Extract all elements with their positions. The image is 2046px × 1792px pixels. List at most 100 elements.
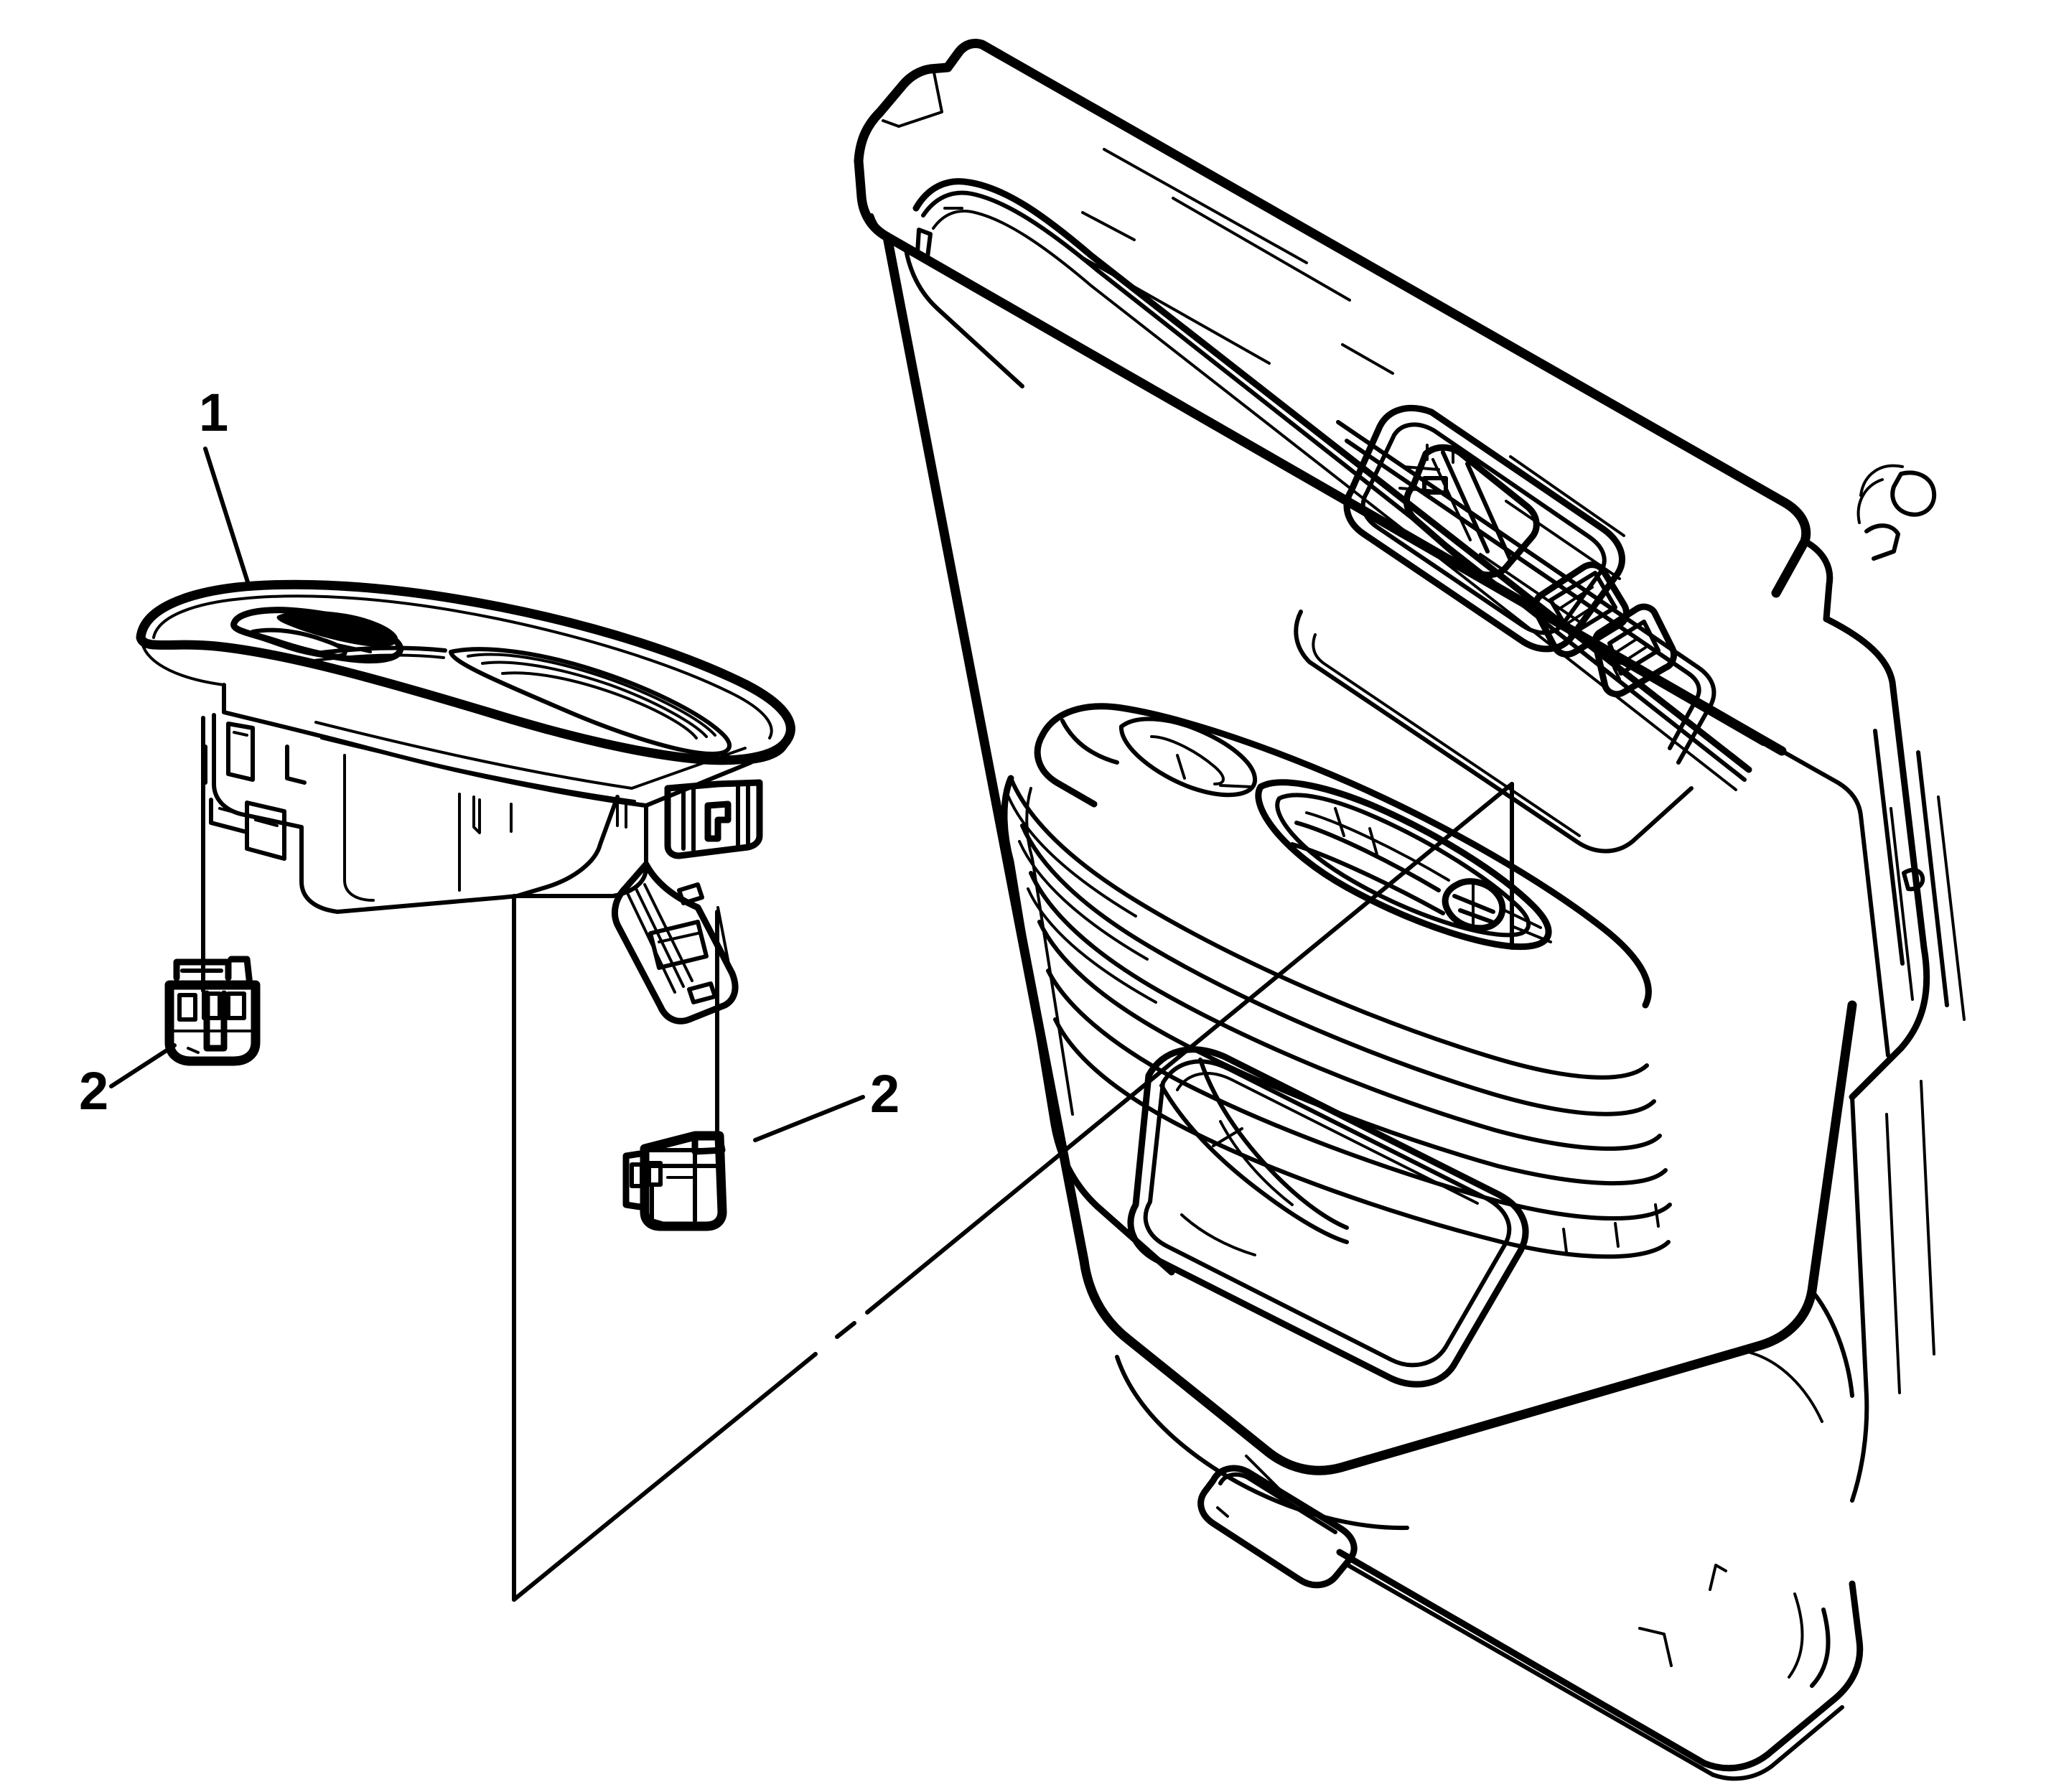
pocket-bottom-fold bbox=[1180, 1213, 1256, 1256]
reflector-body bbox=[1197, 1465, 1358, 1589]
panel-bottom-right-corner-echo bbox=[1711, 1705, 1844, 1781]
leader-line-1 bbox=[203, 447, 251, 589]
lower-panel-contour bbox=[1115, 1355, 1409, 1531]
callout-labels: 1 2 2 bbox=[79, 383, 900, 1124]
connector-left-body bbox=[164, 980, 261, 1066]
handle-bezel-notch bbox=[1422, 476, 1448, 495]
panel-rear-edge-bottom bbox=[1849, 944, 1930, 1101]
switch-bezel-inner-rim bbox=[152, 594, 773, 739]
rail-highlight-c bbox=[1081, 211, 1136, 241]
beltline-clip bbox=[915, 228, 933, 259]
connector-left-side-wing bbox=[228, 956, 253, 989]
beltline-weatherstrip-3 bbox=[932, 210, 1737, 791]
panel-right-lower-band-2 bbox=[1885, 1113, 1901, 1394]
rocker-switch-shadow bbox=[276, 610, 398, 648]
pocket-interior-hl bbox=[1219, 1120, 1294, 1206]
groove-hl-c bbox=[1027, 887, 1157, 1004]
boot-edge-hl bbox=[716, 906, 732, 976]
rail-highlight-e bbox=[1341, 343, 1394, 375]
boot-rib-b bbox=[635, 887, 685, 988]
rail-highlight-b bbox=[1172, 197, 1351, 302]
armrest-groove-b bbox=[1020, 823, 1656, 1116]
beltline-weatherstrip-2 bbox=[921, 190, 1747, 782]
handle-lever-crease-a bbox=[1441, 450, 1490, 554]
switch-stub-in-opening bbox=[1442, 878, 1506, 932]
groove-hl-a bbox=[1006, 794, 1137, 918]
map-pocket-rim-inner bbox=[1143, 1059, 1512, 1368]
armrest-finger-pad-crease bbox=[1150, 735, 1225, 785]
connector-left-key-rib bbox=[203, 990, 228, 1052]
armrest-top-edge bbox=[1039, 703, 1652, 1009]
connector-left-latch bbox=[173, 958, 232, 981]
lock-button-body bbox=[1592, 603, 1678, 698]
map-pocket bbox=[1127, 1046, 1529, 1388]
rail-highlight-a bbox=[1103, 148, 1308, 264]
boot-tab-c bbox=[687, 981, 717, 1004]
boot-tab-b bbox=[648, 920, 709, 970]
handle-band-highlight-a bbox=[1509, 455, 1625, 537]
reflector-inner-edge bbox=[1218, 1472, 1337, 1534]
valance-notch-a bbox=[1562, 1228, 1568, 1254]
panel-rear-band-a bbox=[1873, 729, 1905, 966]
connector-left-cavity-c bbox=[226, 991, 246, 1020]
opening-rib-d bbox=[1334, 807, 1345, 837]
handle-surround-band-inner bbox=[1345, 439, 1701, 750]
map-pocket-rim-hl bbox=[1176, 1072, 1479, 1205]
callout-number-2-right: 2 bbox=[870, 1064, 900, 1124]
assembly-locator-diagonal-a bbox=[512, 1352, 818, 1602]
panel-rear-band-c bbox=[1889, 807, 1914, 1001]
retainer-clip-a-line bbox=[233, 731, 248, 737]
panel-corner-hook bbox=[1864, 523, 1900, 561]
handle-band-highlight-c bbox=[1479, 553, 1581, 623]
switch-connector-socket bbox=[664, 779, 763, 859]
armrest-front-nose bbox=[1034, 732, 1098, 808]
handle-pull-cup-rim2 bbox=[467, 653, 716, 737]
handle-pull-cup-rim3 bbox=[481, 661, 708, 738]
armrest-nose-crease2 bbox=[1065, 727, 1110, 761]
retainer-tab-c bbox=[285, 745, 307, 785]
panel-handle-shelf bbox=[1294, 610, 1694, 854]
opening-rib-a bbox=[1294, 821, 1441, 892]
sill-rail-end-cap-2 bbox=[882, 119, 900, 128]
panel-bottom-chamfer-b bbox=[1343, 1562, 1715, 1777]
sill-rail-end-cap bbox=[897, 67, 943, 128]
panel-corner-swirl-b bbox=[1856, 478, 1884, 524]
connector-right-cavity-a bbox=[630, 1162, 644, 1188]
groove-hl-b bbox=[1018, 840, 1149, 961]
bezel-seam-echo bbox=[313, 653, 445, 662]
handle-band-highlight-b bbox=[1505, 500, 1621, 580]
panel-rear-band-d bbox=[1937, 795, 1966, 1021]
panel-corner-crease-a bbox=[1810, 1607, 1831, 1688]
panel-rear-edge-top bbox=[1801, 538, 1928, 951]
connector-right-side-tab bbox=[622, 1149, 648, 1211]
switch-stub-line-b bbox=[1458, 908, 1494, 924]
rocker-paddle bbox=[249, 627, 347, 658]
opening-rib-e bbox=[1368, 827, 1378, 856]
armrest-switch-bezel-opening bbox=[1255, 779, 1552, 951]
boot-tab-a bbox=[677, 882, 704, 905]
map-pocket-opening bbox=[1127, 1046, 1529, 1388]
connector-right-cavity-b bbox=[647, 1161, 663, 1187]
socket-key-slot bbox=[704, 801, 732, 842]
armrest-pad-line bbox=[1176, 754, 1186, 780]
callout-number-2-left: 2 bbox=[79, 1061, 108, 1121]
panel-bottom-detail-a bbox=[1638, 1627, 1673, 1667]
bezel-face-crease2 bbox=[320, 737, 636, 803]
panel-right-return bbox=[1810, 1289, 1854, 1398]
handle-surround-band-outer bbox=[1336, 420, 1716, 765]
lock-button-icon-a bbox=[1615, 638, 1638, 653]
door-handle-lever bbox=[1403, 444, 1540, 579]
sill-rail-top-edge bbox=[854, 38, 1811, 598]
panel-corner-crease-b bbox=[1788, 1592, 1804, 1679]
armrest-groove-c bbox=[1029, 871, 1662, 1151]
panel-corner-swirl-a bbox=[1859, 464, 1904, 497]
panel-bottom-detail-b bbox=[1709, 1564, 1727, 1591]
door-window-switch-assembly bbox=[136, 579, 795, 1025]
valance-notch-b bbox=[1614, 1222, 1620, 1248]
bezel-lip-right bbox=[749, 737, 790, 764]
switch-body-left-profile bbox=[212, 713, 620, 914]
reflector-highlight bbox=[1245, 1455, 1286, 1496]
opening-rib-b bbox=[1290, 842, 1445, 915]
connector-left-detail bbox=[187, 1047, 200, 1054]
